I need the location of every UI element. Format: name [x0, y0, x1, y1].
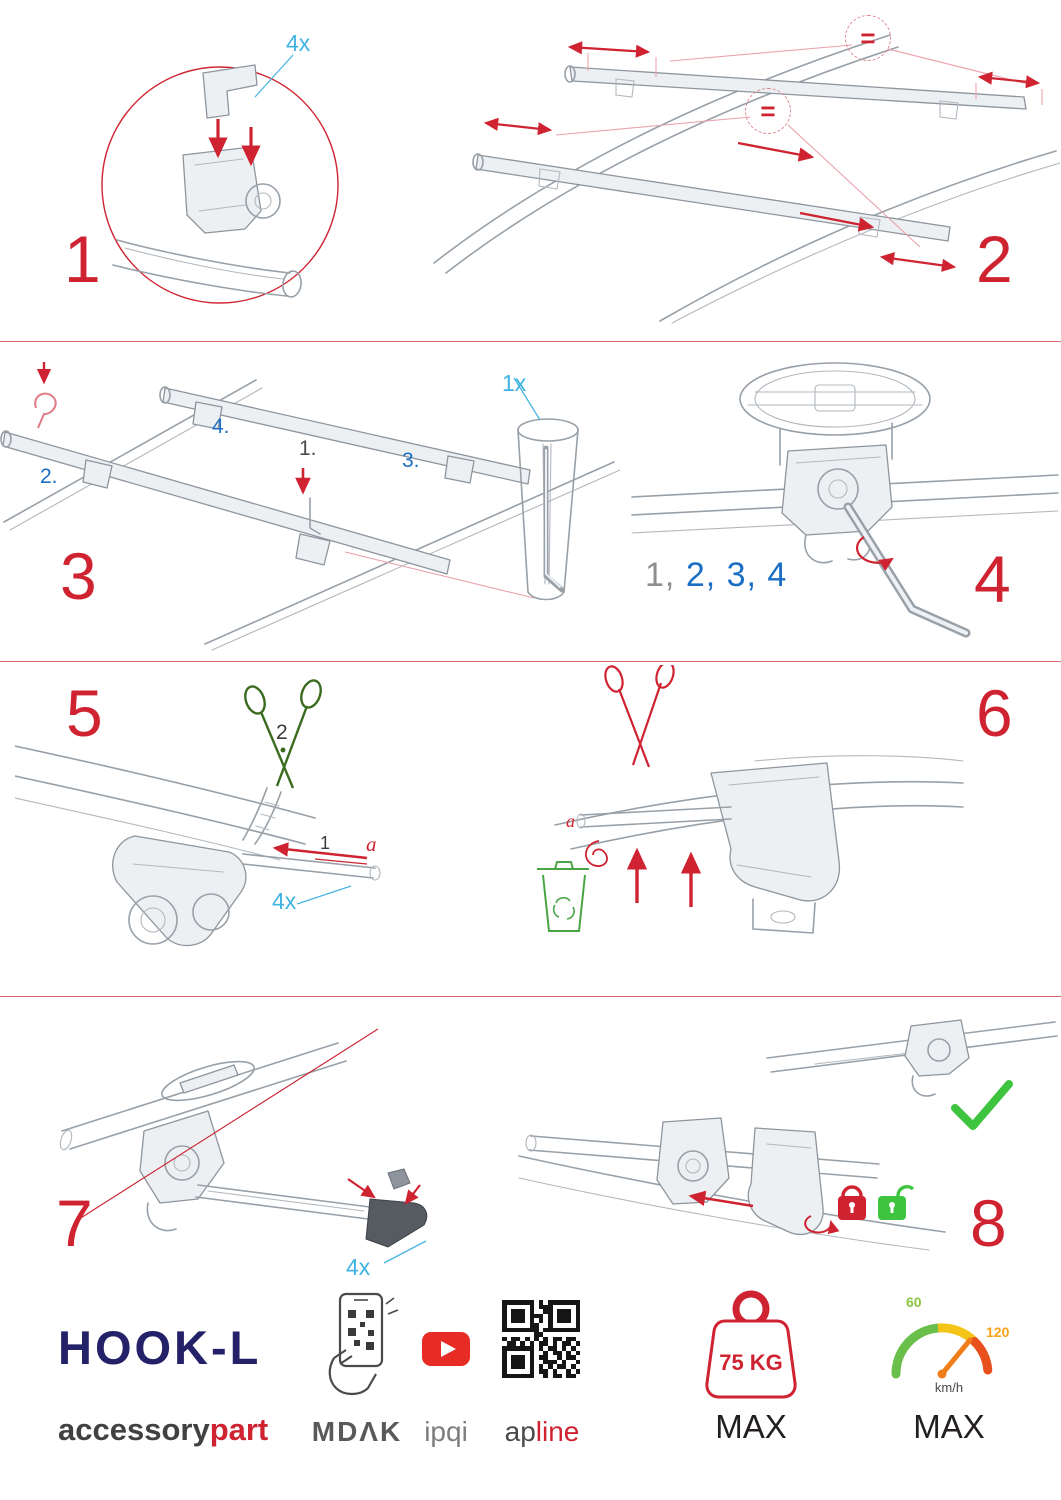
equal-distance-badge-mid: = — [745, 88, 791, 134]
step-4-sequence-caption: 1, 2, 3, 4 — [645, 556, 787, 595]
step-4-sequence-rest: 2, 3, 4 — [685, 556, 788, 594]
scissors-icon-green — [244, 679, 322, 789]
step-4-number: 4 — [974, 542, 1011, 616]
step-7-number: 7 — [56, 1186, 93, 1260]
step-1-qty-label: 4x — [286, 30, 311, 56]
step-4-sequence-first: 1, — [645, 556, 676, 594]
step-5-number: 5 — [66, 676, 103, 750]
step-6-number: 6 — [976, 676, 1013, 750]
logo-ipqi: ipqi — [424, 1416, 468, 1447]
weight-icon — [705, 1290, 797, 1399]
weight-limit-value: 75 KG — [719, 1350, 783, 1375]
youtube-icon — [422, 1332, 470, 1366]
step-8-number: 8 — [970, 1186, 1007, 1260]
step-5-qty-label: 4x — [272, 888, 297, 914]
step-3-drawing — [0, 362, 620, 651]
lock-open-icon — [878, 1185, 915, 1220]
trash-bin-icon — [537, 861, 589, 932]
step-3-number: 3 — [60, 539, 97, 613]
phone-scan-icon — [328, 1292, 399, 1396]
step-8-drawing — [518, 1019, 1058, 1251]
step-3-substep-3-label: 3. — [402, 449, 420, 472]
logo-ap: ap — [504, 1416, 536, 1447]
brand-accessory: accessory — [58, 1412, 210, 1447]
step-2-drawing — [433, 34, 1060, 324]
step-2-number: 2 — [976, 222, 1013, 296]
separator-3 — [0, 996, 1061, 997]
speed-low-label: 60 — [906, 1294, 922, 1310]
equal-distance-badge-top: = — [845, 15, 891, 61]
logo-apline: apline — [486, 1416, 598, 1448]
separator-1 — [0, 341, 1061, 342]
logo-line: line — [535, 1416, 580, 1447]
step-6-drawing — [537, 665, 964, 934]
check-icon — [951, 1080, 1013, 1130]
step-6-label-a: a — [566, 811, 575, 831]
step-5-drawing — [15, 679, 381, 947]
brand-part: part — [209, 1412, 269, 1447]
speedometer-icon — [891, 1323, 993, 1379]
step-5-label-2: 2 — [276, 721, 288, 744]
step-7-qty-label: 4x — [346, 1254, 371, 1280]
scissors-icon-red — [604, 665, 675, 768]
speed-max-label: MAX — [913, 1408, 985, 1445]
speed-unit-label: km/h — [934, 1380, 964, 1395]
step-4-drawing — [631, 362, 1059, 638]
brand-logo: accessorypart — [58, 1412, 268, 1448]
qr-code — [502, 1300, 581, 1379]
step-3-substep-2-label: 2. — [40, 465, 58, 488]
step-3-substep-1-label: 1. — [299, 437, 317, 460]
lock-closed-icon — [838, 1185, 866, 1220]
step-3-substep-4-label: 4. — [212, 415, 230, 438]
weight-max-label: MAX — [715, 1408, 787, 1445]
step-1-number: 1 — [64, 222, 101, 296]
step-3-qty-label: 1x — [502, 370, 527, 396]
speed-high-label: 120 — [986, 1324, 1010, 1340]
separator-2 — [0, 661, 1061, 662]
logo-mdak: MDΛK — [311, 1416, 403, 1447]
step-7-drawing — [59, 1028, 428, 1264]
step-5-label-a: a — [366, 832, 377, 856]
product-name: HOOK-L — [58, 1321, 262, 1374]
step-1-drawing — [101, 54, 339, 304]
step-5-label-1: 1 — [320, 833, 331, 853]
